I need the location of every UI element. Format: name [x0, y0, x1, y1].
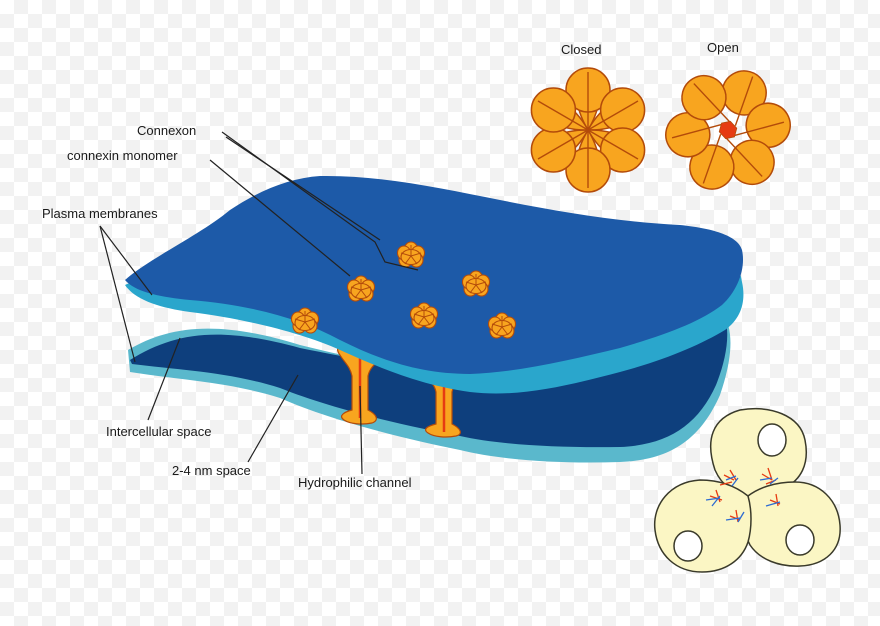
nucleus-top	[757, 423, 787, 457]
plasma-membranes-label: Plasma membranes	[42, 206, 158, 221]
cell-junction-marks	[705, 467, 781, 523]
open-connexon-large	[665, 70, 791, 190]
cell-right	[742, 481, 841, 567]
connexon-label: Connexon	[137, 123, 197, 138]
closed-connexon-large	[530, 67, 646, 193]
closed-label: Closed	[561, 42, 602, 57]
hydrophilic-channel-label: Hydrophilic channel	[298, 475, 412, 490]
intercellular-space-label: Intercellular space	[106, 424, 212, 439]
plasma-membrane-pointer-2	[99, 225, 136, 363]
cells-illustration	[653, 408, 841, 573]
connexin-monomer-label: connexin monomer	[67, 148, 178, 163]
open-pore	[718, 120, 738, 140]
nucleus-left	[673, 530, 703, 562]
leader-lines	[99, 131, 419, 475]
plasma-membrane-pointer-1	[99, 225, 153, 296]
nm-space-pointer	[247, 374, 299, 463]
nucleus-right	[785, 524, 815, 556]
hydrophilic-channel-pointer	[359, 385, 363, 475]
connexon-pointer	[221, 131, 419, 271]
intercellular-space-pointer	[147, 337, 181, 421]
connexin-monomer-pointer	[209, 159, 351, 277]
cell-left	[653, 479, 752, 573]
open-label: Open	[707, 40, 739, 55]
connexon-pointer-2	[225, 136, 381, 241]
nm-space-label: 2-4 nm space	[172, 463, 251, 478]
